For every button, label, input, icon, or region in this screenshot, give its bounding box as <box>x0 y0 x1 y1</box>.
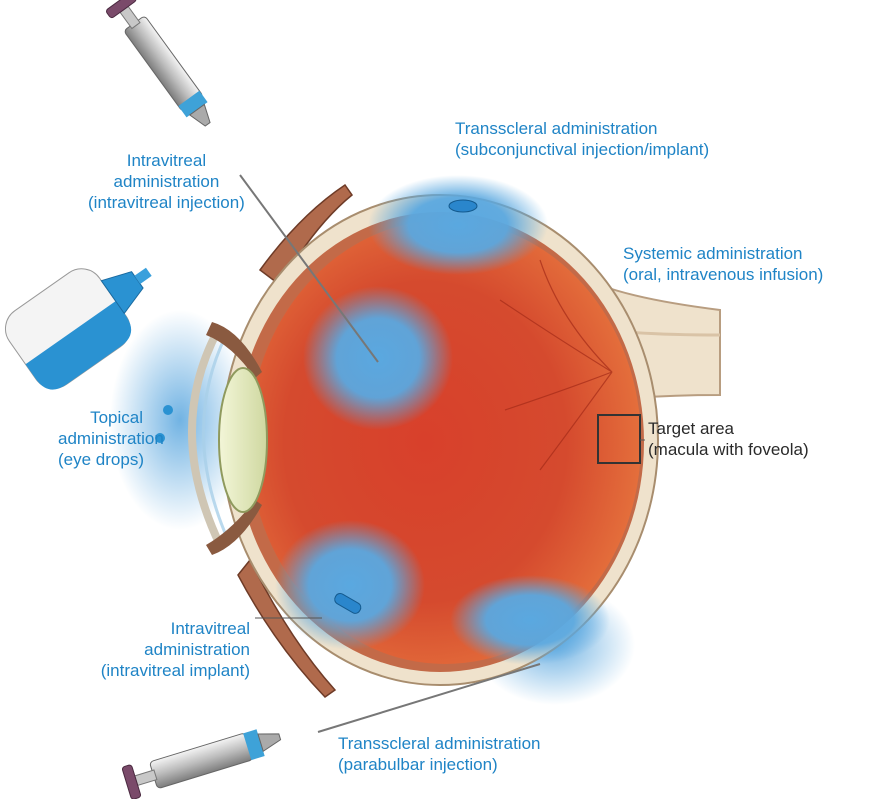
label-line: (parabulbar injection) <box>338 754 541 775</box>
label-line: (eye drops) <box>58 449 143 470</box>
label-line: Intravitreal <box>62 618 250 639</box>
label-line: administration <box>88 171 245 192</box>
label-transscleral-subconjunctival: Transscleral administration (subconjunct… <box>455 118 709 160</box>
label-intravitreal-injection: Intravitreal administration (intravitrea… <box>88 150 245 213</box>
label-line: (oral, intravenous infusion) <box>623 264 823 285</box>
label-line: (macula with foveola) <box>648 439 809 460</box>
label-line: Target area <box>648 418 809 439</box>
intravitreal-depot <box>303 286 453 430</box>
label-line: Systemic administration <box>623 243 823 264</box>
subconjunctival-implant <box>449 200 477 212</box>
label-line: administration <box>62 639 250 660</box>
label-intravitreal-implant: Intravitreal administration (intravitrea… <box>62 618 250 681</box>
label-target-area: Target area (macula with foveola) <box>648 418 809 460</box>
label-line: (intravitreal injection) <box>88 192 245 213</box>
label-line: Intravitreal <box>88 150 245 171</box>
lens <box>219 368 267 512</box>
upper-transscleral-depot <box>368 175 548 275</box>
label-line: administration <box>58 428 143 449</box>
label-systemic: Systemic administration (oral, intraveno… <box>623 243 823 285</box>
lower-transscleral-depot <box>450 575 610 665</box>
label-line: (intravitreal implant) <box>62 660 250 681</box>
label-topical: Topical administration (eye drops) <box>58 407 143 470</box>
label-transscleral-parabulbar: Transscleral administration (parabulbar … <box>338 733 541 775</box>
implant-depot <box>275 520 425 650</box>
label-line: Transscleral administration <box>338 733 541 754</box>
label-line: Topical <box>58 407 143 428</box>
label-line: (subconjunctival injection/implant) <box>455 139 709 160</box>
label-line: Transscleral administration <box>455 118 709 139</box>
